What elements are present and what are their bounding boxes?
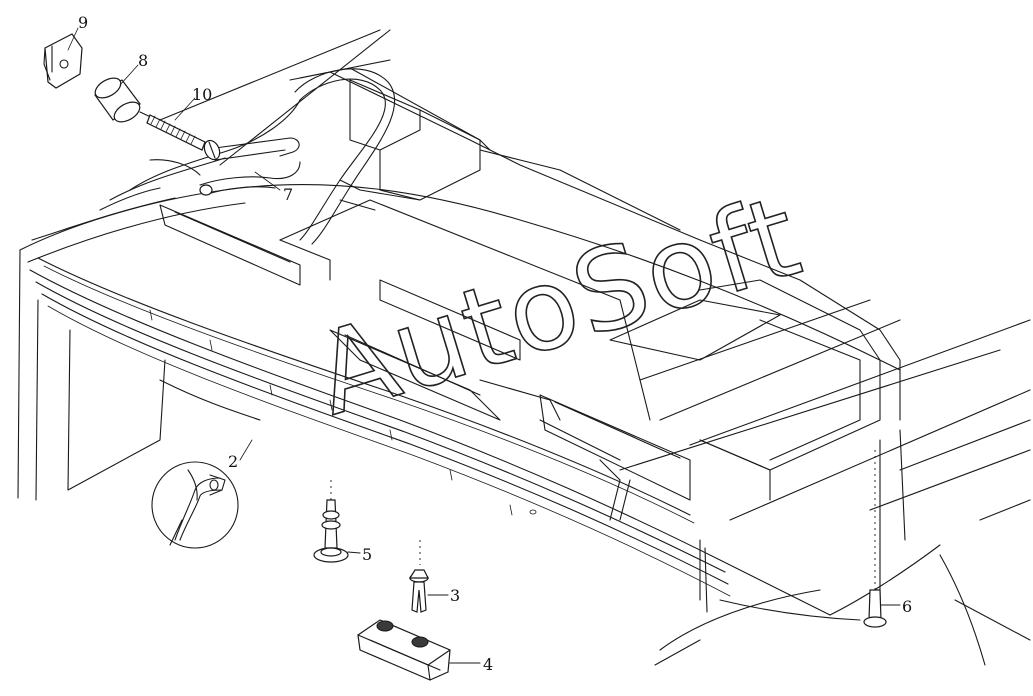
part-5-fastener bbox=[313, 480, 361, 563]
part-9-clip bbox=[43, 33, 83, 89]
part-10-bolt bbox=[146, 114, 221, 161]
callout-2: 2 bbox=[228, 452, 238, 471]
callout-4: 4 bbox=[483, 655, 493, 674]
part-8-sleeve bbox=[94, 77, 201, 141]
part-4-bracket bbox=[357, 619, 481, 681]
hood-body bbox=[17, 183, 1031, 666]
watermark-text: AutoSoft bbox=[302, 171, 815, 441]
callout-7: 7 bbox=[283, 185, 293, 204]
hose-bracket bbox=[199, 137, 301, 196]
washer-hose bbox=[99, 68, 396, 245]
leader-lines bbox=[67, 27, 281, 461]
callout-labels: 9 8 10 7 2 5 3 4 6 bbox=[78, 13, 912, 674]
part-6-screw bbox=[863, 450, 901, 628]
callout-3: 3 bbox=[450, 586, 460, 605]
callout-5: 5 bbox=[362, 545, 372, 564]
callout-9: 9 bbox=[78, 13, 88, 32]
callout-8: 8 bbox=[138, 51, 148, 70]
roof-panel bbox=[149, 29, 1031, 521]
part-3-pin bbox=[408, 540, 449, 613]
detail-inset bbox=[151, 461, 239, 549]
callout-6: 6 bbox=[902, 597, 912, 616]
callout-10: 10 bbox=[192, 85, 212, 104]
